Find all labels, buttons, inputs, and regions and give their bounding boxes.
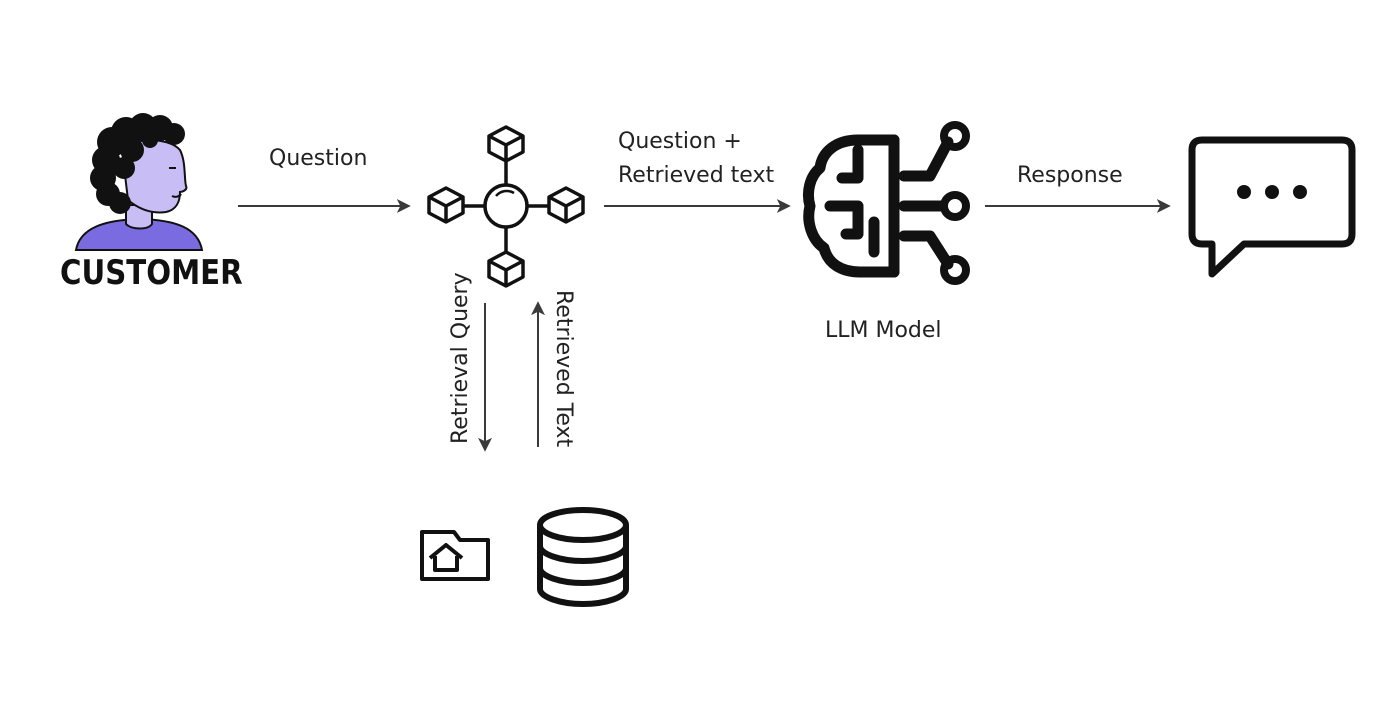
edge-label-retrieved-text-line: Retrieved text: [618, 163, 775, 188]
llm-brain-icon: [802, 121, 970, 285]
edge-label-question-plus: Question +: [618, 129, 742, 154]
llm-model-label: LLM Model: [825, 318, 942, 343]
edge-label-question: Question: [269, 146, 368, 171]
chat-bubble-icon: [1188, 136, 1356, 278]
retrieval-hub-icon: [427, 125, 585, 288]
customer-avatar-icon: [74, 113, 204, 251]
database-icon: [537, 507, 629, 608]
folder-home-icon: [420, 530, 490, 581]
customer-label: CUSTOMER: [60, 253, 243, 293]
edge-label-response: Response: [1017, 163, 1123, 188]
edge-label-retrieved-text: Retrieved Text: [551, 290, 576, 448]
edge-label-retrieval-query: Retrieval Query: [448, 272, 473, 444]
